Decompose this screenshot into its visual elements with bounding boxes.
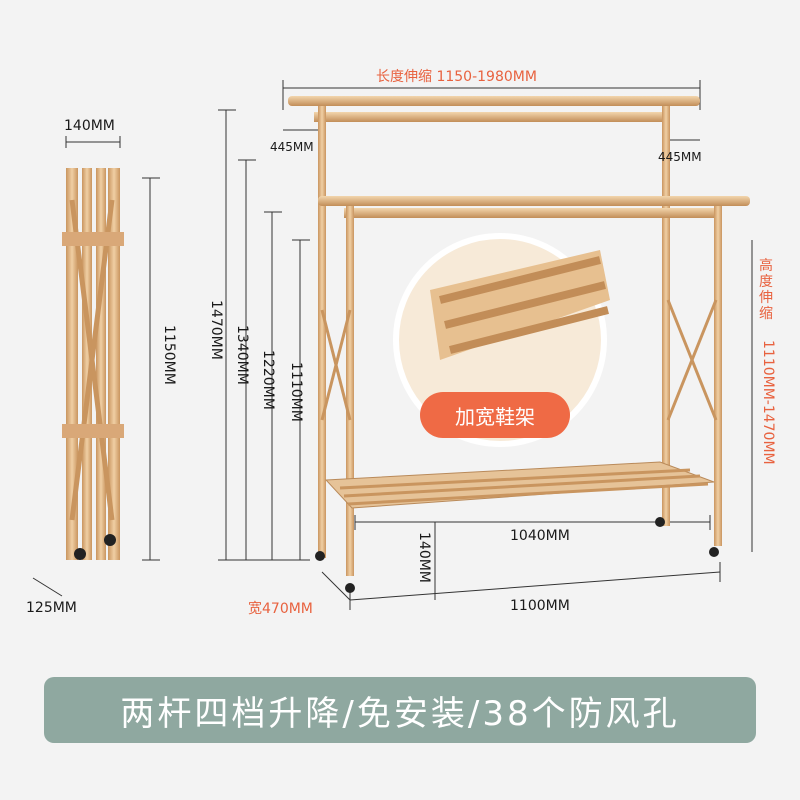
length-telescopic-label: 长度伸缩 1150-1980MM: [376, 69, 537, 85]
height-1470-label: 1470MM: [208, 300, 224, 360]
folded-depth-label: 125MM: [26, 600, 77, 616]
folded-height-label: 1150MM: [161, 325, 177, 385]
feature-banner: 两杆四档升降/免安装/38个防风孔: [44, 677, 756, 743]
inner-width-label: 1040MM: [510, 528, 570, 544]
top-rail: [288, 96, 700, 558]
zoom-tag: 加宽鞋架: [420, 392, 570, 438]
outer-width-label: 1100MM: [510, 598, 570, 614]
height-1220-label: 1220MM: [260, 350, 276, 410]
folded-rack: [62, 168, 124, 560]
folded-width-label: 140MM: [64, 118, 115, 134]
shoe-gap-label: 140MM: [416, 532, 432, 583]
height-1110-label: 1110MM: [288, 362, 304, 422]
second-rail: [318, 196, 750, 576]
dimension-lines: [32, 80, 753, 610]
depth-label: 宽470MM: [248, 601, 313, 617]
height-1340-label: 1340MM: [234, 325, 250, 385]
offset-left-label: 445MM: [270, 140, 314, 154]
shoe-shelf: [315, 461, 719, 593]
height-telescopic-range: 1110MM-1470MM: [760, 340, 776, 465]
height-telescopic-label: 高度伸缩: [759, 258, 773, 322]
offset-right-label: 445MM: [658, 150, 702, 164]
